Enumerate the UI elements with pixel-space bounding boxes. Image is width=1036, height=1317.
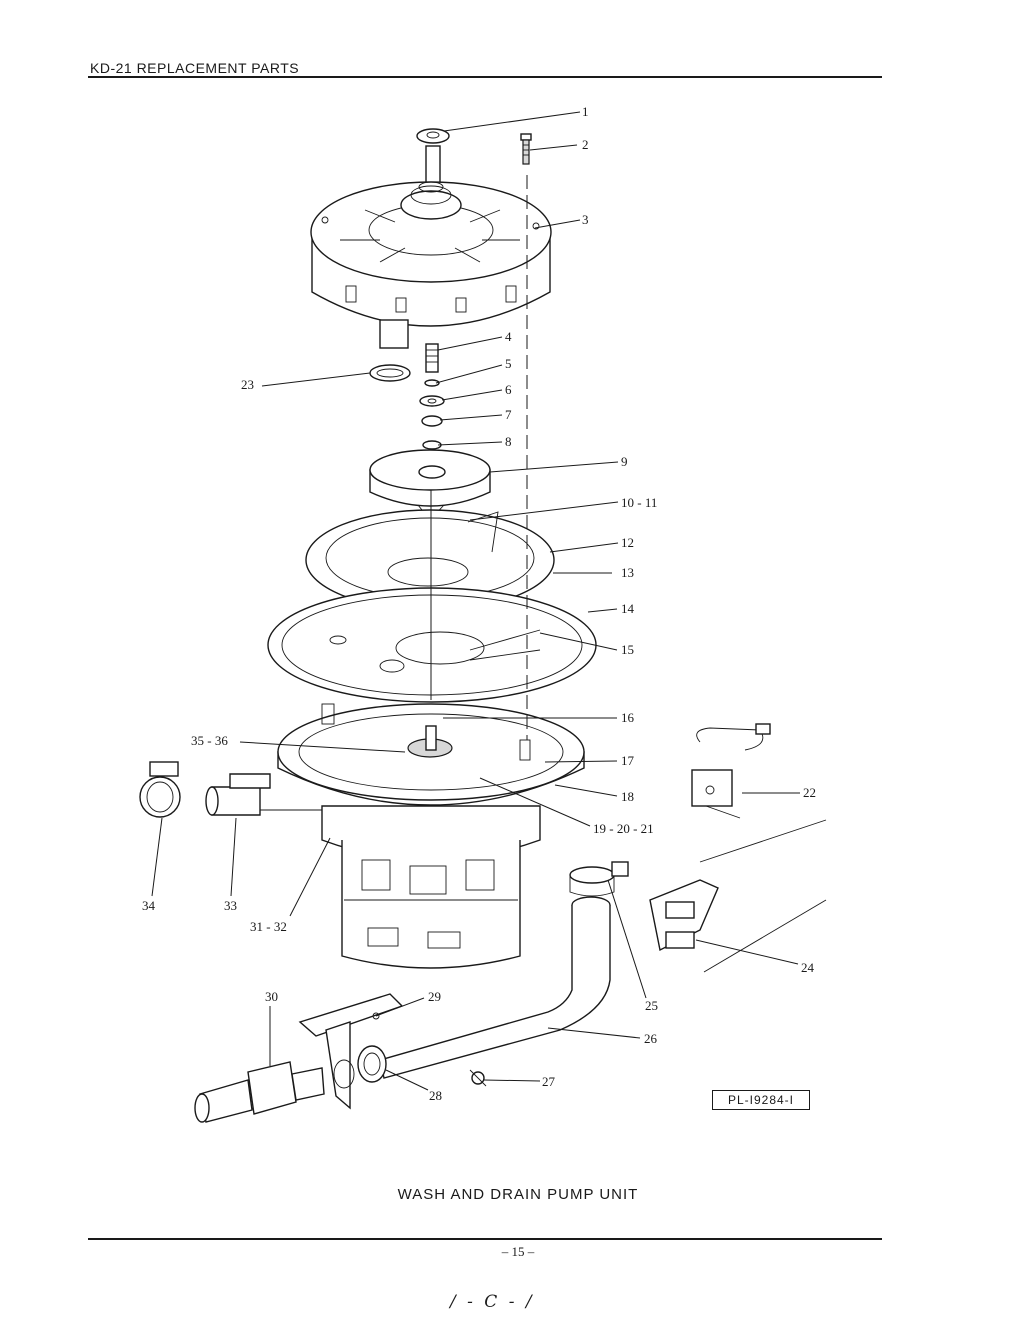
part-3-motor-cover bbox=[310, 181, 552, 349]
part-33-inlet-hose bbox=[205, 773, 322, 816]
part-2-screw bbox=[520, 133, 532, 165]
callout-26: 26 bbox=[644, 1031, 658, 1046]
callout-9: 9 bbox=[621, 454, 628, 469]
callout-5: 5 bbox=[505, 356, 512, 371]
callout-29: 29 bbox=[428, 989, 441, 1004]
part-6-washer bbox=[419, 395, 445, 407]
part-5-washer bbox=[424, 379, 440, 387]
part-24-bracket-relay bbox=[649, 819, 827, 973]
callout-6: 6 bbox=[505, 382, 512, 397]
part-31-32-motor-body bbox=[321, 805, 541, 969]
handwritten-note: / - C - / bbox=[450, 1292, 535, 1312]
callout-17: 17 bbox=[621, 753, 635, 768]
callout-34: 34 bbox=[142, 898, 156, 913]
callout-19-20-21: 19 - 20 - 21 bbox=[593, 821, 654, 836]
callout-3: 3 bbox=[582, 212, 589, 227]
footer-rule bbox=[88, 1238, 882, 1240]
page-header: KD-21 REPLACEMENT PARTS bbox=[90, 60, 300, 76]
part-25-clamp bbox=[569, 861, 629, 897]
callout-24: 24 bbox=[801, 960, 815, 975]
part-28-hose-clamp bbox=[357, 1045, 387, 1083]
reference-code-box: PL-I9284-I bbox=[712, 1090, 810, 1110]
part-12-pump-housing bbox=[305, 509, 555, 611]
callout-18: 18 bbox=[621, 789, 634, 804]
callout-4: 4 bbox=[505, 329, 512, 344]
page-number: – 15 – bbox=[501, 1244, 535, 1259]
callout-27: 27 bbox=[542, 1074, 556, 1089]
part-1-nut bbox=[416, 128, 450, 144]
leader-lines bbox=[151, 111, 800, 1091]
callout-10-11: 10 - 11 bbox=[621, 495, 657, 510]
part-18-base-housing bbox=[277, 703, 585, 806]
part-9-impeller bbox=[369, 449, 491, 521]
callout-1: 1 bbox=[582, 104, 589, 119]
part-27-screw bbox=[469, 1069, 487, 1087]
part-4-spring bbox=[425, 343, 439, 373]
callout-7: 7 bbox=[505, 407, 512, 422]
part-34-hose-clamp bbox=[139, 761, 181, 818]
part-26-drain-hose bbox=[379, 896, 611, 1079]
motor-shaft bbox=[425, 145, 441, 187]
part-30-outlet-fitting bbox=[194, 1059, 355, 1123]
callout-25: 25 bbox=[645, 998, 658, 1013]
callout-8: 8 bbox=[505, 434, 512, 449]
figure-caption: WASH AND DRAIN PUMP UNIT bbox=[397, 1186, 639, 1203]
part-14-gasket-plate bbox=[267, 587, 597, 703]
part-29-mount-bracket bbox=[298, 993, 404, 1110]
callout-33: 33 bbox=[224, 898, 237, 913]
callout-28: 28 bbox=[429, 1088, 442, 1103]
callout-15: 15 bbox=[621, 642, 634, 657]
part-22-switch bbox=[691, 723, 771, 819]
callout-22: 22 bbox=[803, 785, 816, 800]
callout-35-36: 35 - 36 bbox=[191, 733, 228, 748]
part-23-o-ring bbox=[369, 364, 411, 382]
callout-30: 30 bbox=[265, 989, 278, 1004]
callout-12: 12 bbox=[621, 535, 634, 550]
callout-14: 14 bbox=[621, 601, 635, 616]
callout-31-32: 31 - 32 bbox=[250, 919, 287, 934]
callout-13: 13 bbox=[621, 565, 634, 580]
part-7-seal bbox=[421, 415, 443, 427]
header-rule bbox=[88, 76, 882, 78]
callout-2: 2 bbox=[582, 137, 589, 152]
callout-16: 16 bbox=[621, 710, 635, 725]
callout-23: 23 bbox=[241, 377, 254, 392]
